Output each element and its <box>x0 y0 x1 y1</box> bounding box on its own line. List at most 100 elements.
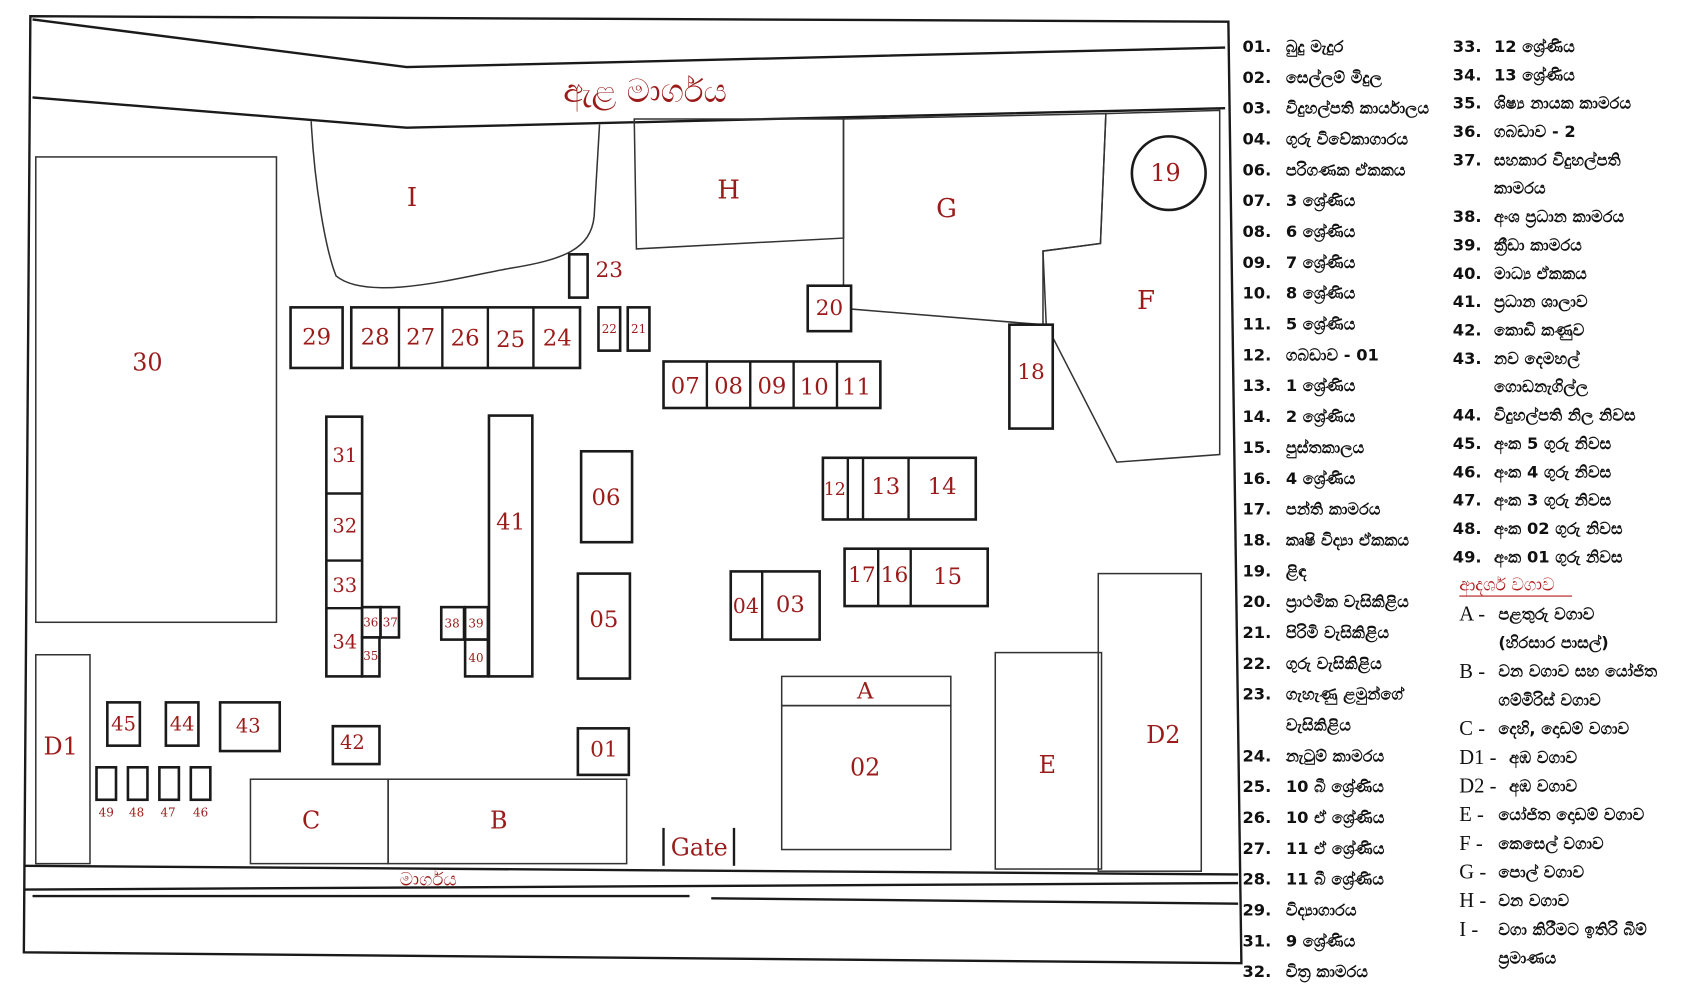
legend-text: අංශ ප්‍රධාන කාමරය <box>1494 207 1625 228</box>
building-10[interactable]: 10 <box>800 374 829 400</box>
legend-number: 09. <box>1242 253 1271 272</box>
legend-text: 13 ශ්‍රේණිය <box>1494 65 1575 86</box>
legend-text: පන්ති කාමරය <box>1286 500 1381 519</box>
legend-number: 21. <box>1242 623 1271 642</box>
plot-30[interactable]: 30 <box>35 156 278 624</box>
building-09[interactable]: 09 <box>757 373 786 399</box>
building-17[interactable]: 17 <box>848 563 876 588</box>
building-42[interactable]: 42 <box>331 724 381 766</box>
building-08[interactable]: 08 <box>714 373 743 399</box>
building-15-17: 17 16 15 <box>843 547 989 608</box>
building-27[interactable]: 27 <box>406 325 435 351</box>
building-11[interactable]: 11 <box>842 374 871 400</box>
building-03[interactable]: 03 <box>776 592 805 618</box>
building-40[interactable]: 40 <box>463 638 490 678</box>
building-05[interactable]: 05 <box>576 572 632 680</box>
plot-label: 47 <box>160 806 175 820</box>
garden-B[interactable]: B <box>387 778 628 865</box>
legend-text: ක්‍රීඩා කාමරය <box>1493 235 1582 256</box>
legend-text: විදුහල්පති කාර්යාලය <box>1286 99 1430 120</box>
plot-label: 49 <box>99 806 114 820</box>
legend-number: 13. <box>1242 376 1271 395</box>
legend-number: 25. <box>1242 777 1271 796</box>
legend-number: 31. <box>1242 931 1271 950</box>
garden-D1[interactable]: D1 <box>35 653 91 865</box>
building-33[interactable]: 33 <box>332 574 357 597</box>
building-38[interactable]: 38 <box>439 605 466 641</box>
building-43[interactable]: 43 <box>218 701 282 753</box>
legend-text: 11 බී ශ්‍රේණිය <box>1286 870 1384 891</box>
building-25[interactable]: 25 <box>496 327 525 353</box>
building-45[interactable]: 45 <box>106 701 142 747</box>
building-44[interactable]: 44 <box>164 701 200 747</box>
building-26[interactable]: 26 <box>451 326 480 352</box>
building-47[interactable]: 47 <box>158 766 181 820</box>
playground-02[interactable]: 02 <box>780 704 952 851</box>
building-32[interactable]: 32 <box>332 514 357 537</box>
garden-F[interactable]: F <box>1042 109 1221 463</box>
building-06[interactable]: 06 <box>579 449 634 544</box>
building-14[interactable]: 14 <box>928 474 957 500</box>
building-29[interactable]: 29 <box>289 306 344 370</box>
building-20[interactable]: 20 <box>806 284 853 333</box>
building-22[interactable]: 22 <box>597 306 622 352</box>
legend-number: 18. <box>1242 530 1271 549</box>
garden-H[interactable]: H <box>633 118 845 250</box>
legend-text: ප්‍රාථමික වැසිකිළිය <box>1286 592 1409 613</box>
garden-G[interactable]: G <box>842 112 1107 326</box>
building-01[interactable]: 01 <box>576 727 631 777</box>
building-36[interactable]: 36 <box>360 605 382 639</box>
plot-label: 46 <box>193 806 208 820</box>
well-19[interactable]: 19 <box>1130 135 1207 212</box>
building-37[interactable]: 37 <box>379 605 401 639</box>
building-46[interactable]: 46 <box>189 766 212 820</box>
legend-number: 38. <box>1453 207 1482 226</box>
legend-number: 10. <box>1242 284 1271 303</box>
building-35[interactable]: 35 <box>360 636 381 678</box>
legend-number: 08. <box>1242 222 1271 241</box>
building-03-04: 04 03 <box>729 570 821 641</box>
building-18[interactable]: 18 <box>1008 323 1055 430</box>
building-23[interactable]: 23 <box>567 253 623 299</box>
building-12[interactable]: 12 <box>824 480 846 500</box>
legend-text: ගුරු විවේකාගාරය <box>1286 129 1409 149</box>
legend-number: 26. <box>1242 808 1271 827</box>
building-13[interactable]: 13 <box>871 474 900 500</box>
building-04[interactable]: 04 <box>733 594 759 618</box>
legend-text: පරිගණක ඒකකය <box>1286 160 1406 179</box>
legend-text: ගුරු වැසිකිළිය <box>1286 654 1382 675</box>
garden-legend-key: D1 - <box>1459 747 1496 769</box>
garden-legend-text: අඹ වගාව <box>1509 748 1577 769</box>
building-07[interactable]: 07 <box>671 373 700 399</box>
legend-number: 06. <box>1242 160 1271 179</box>
legend-text: ශිෂ්‍ය නායක කාමරය <box>1494 94 1631 113</box>
building-28[interactable]: 28 <box>361 325 390 351</box>
building-16[interactable]: 16 <box>881 563 909 588</box>
legend-number: 34. <box>1453 65 1482 84</box>
garden-E[interactable]: E <box>994 651 1103 870</box>
building-24-28: 28 27 26 25 24 <box>349 306 582 370</box>
legend-number: 42. <box>1453 321 1482 340</box>
garden-legend-key: D2 - <box>1459 776 1496 798</box>
legend-number: 35. <box>1453 94 1482 113</box>
gate[interactable]: Gate <box>662 827 736 866</box>
building-21[interactable]: 21 <box>626 306 651 352</box>
building-24[interactable]: 24 <box>543 326 572 352</box>
legend-text: 5 ශ්‍රේණිය <box>1286 315 1356 336</box>
legend-number: 36. <box>1453 122 1482 141</box>
garden-A[interactable]: A <box>780 675 952 707</box>
legend-text: පිරිමි වැසිකිළිය <box>1286 623 1390 644</box>
garden-I[interactable]: I <box>310 121 601 289</box>
building-48[interactable]: 48 <box>126 766 149 820</box>
legend-number: 39. <box>1453 235 1482 254</box>
building-31[interactable]: 31 <box>332 444 357 467</box>
legend-number: 27. <box>1242 839 1271 858</box>
building-15[interactable]: 15 <box>933 564 962 590</box>
garden-C[interactable]: C <box>249 778 389 865</box>
building-34[interactable]: 34 <box>332 630 357 653</box>
garden-D2[interactable]: D2 <box>1097 572 1203 872</box>
building-41[interactable]: 41 <box>487 414 534 678</box>
building-39[interactable]: 39 <box>463 605 490 641</box>
building-49[interactable]: 49 <box>95 766 118 820</box>
